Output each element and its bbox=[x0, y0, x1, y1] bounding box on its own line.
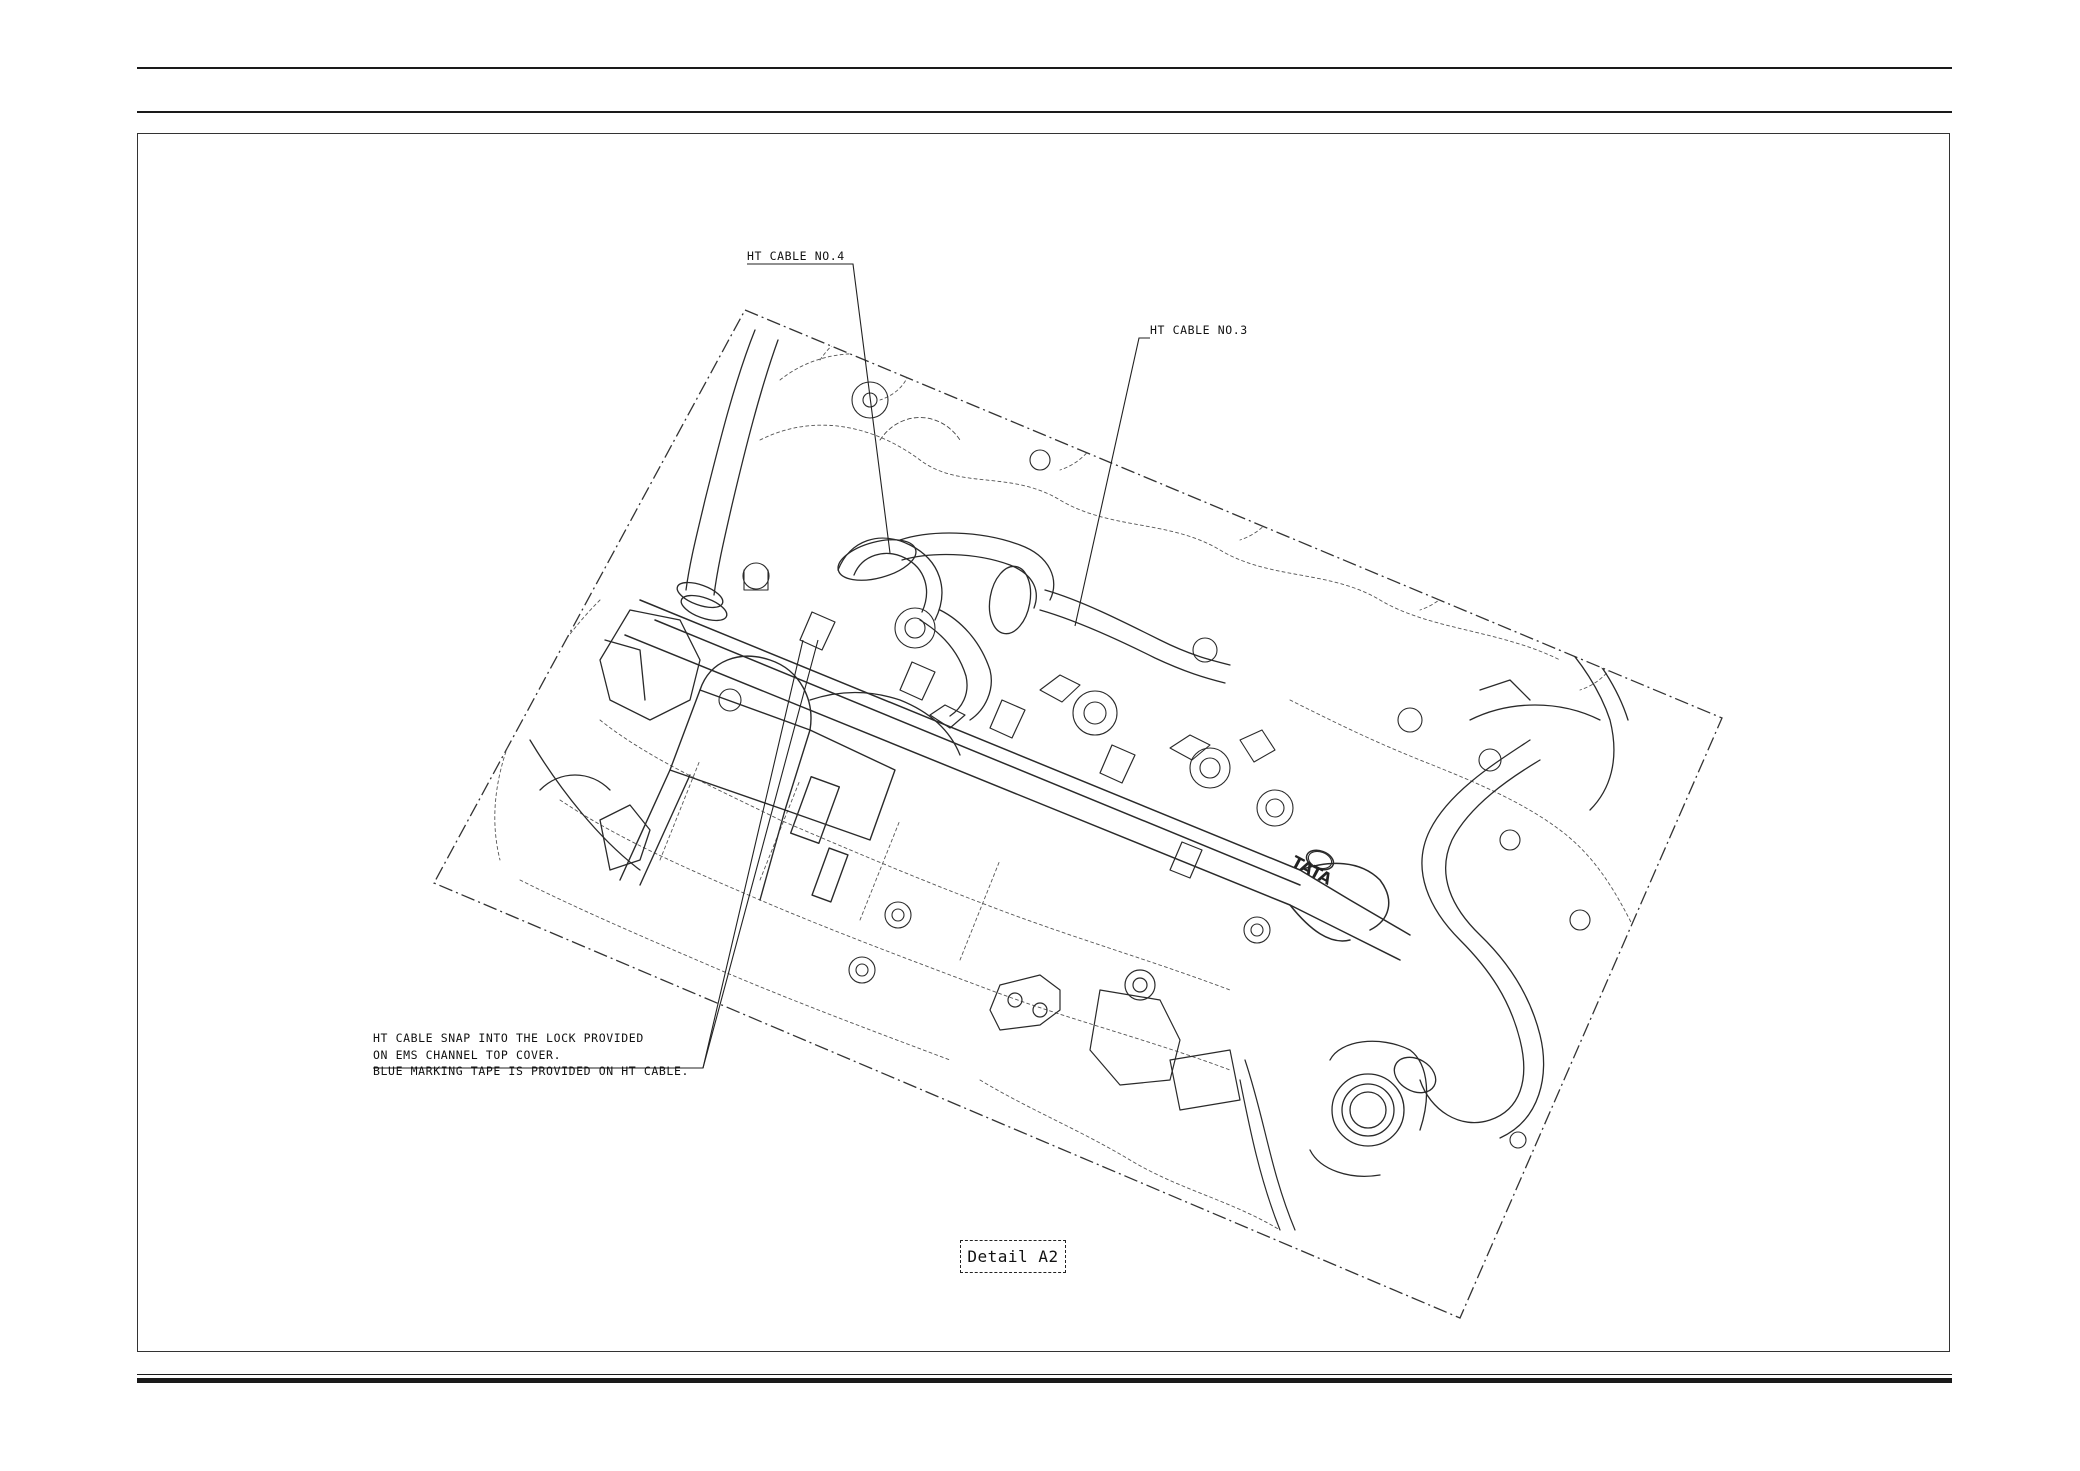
ignition-coil bbox=[619, 655, 896, 903]
background-contours bbox=[494, 329, 1701, 1231]
note-line-1: HT CABLE SNAP INTO THE LOCK PROVIDED bbox=[373, 1031, 644, 1045]
ht-cables bbox=[809, 532, 1231, 756]
leader-lines bbox=[373, 263, 1150, 1069]
ems-channel bbox=[624, 599, 1411, 961]
throttle-port bbox=[1309, 1040, 1428, 1177]
note-line-2: ON EMS CHANNEL TOP COVER. bbox=[373, 1047, 562, 1062]
header-rule-top bbox=[137, 67, 1952, 69]
connector-left bbox=[529, 609, 701, 871]
tata-plate bbox=[1307, 850, 1333, 870]
header-rule-bottom bbox=[137, 111, 1952, 113]
coolant-hose-right bbox=[1393, 634, 1629, 1139]
head-bumps bbox=[879, 417, 1681, 641]
footer-rule-thin bbox=[137, 1374, 1952, 1375]
callout-ht-cable-3: HT CABLE NO.3 bbox=[1150, 323, 1248, 337]
note-line-3: BLUE MARKING TAPE IS PROVIDED ON HT CABL… bbox=[373, 1064, 689, 1078]
detail-label: Detail A2 bbox=[960, 1240, 1066, 1273]
coolant-hose-left bbox=[676, 329, 779, 622]
footer-rule-thick bbox=[137, 1378, 1952, 1383]
sensor-bracket bbox=[989, 969, 1296, 1231]
injectors bbox=[894, 607, 1294, 827]
channel-clips bbox=[799, 611, 1203, 879]
callout-note-block: HT CABLE SNAP INTO THE LOCK PROVIDED ON … bbox=[373, 1030, 689, 1080]
callout-ht-cable-4: HT CABLE NO.4 bbox=[747, 249, 845, 263]
bolts bbox=[718, 449, 1591, 1149]
bolt-top bbox=[742, 381, 889, 591]
detail-boundary bbox=[433, 309, 1723, 1319]
drawing-frame bbox=[137, 133, 1950, 1352]
